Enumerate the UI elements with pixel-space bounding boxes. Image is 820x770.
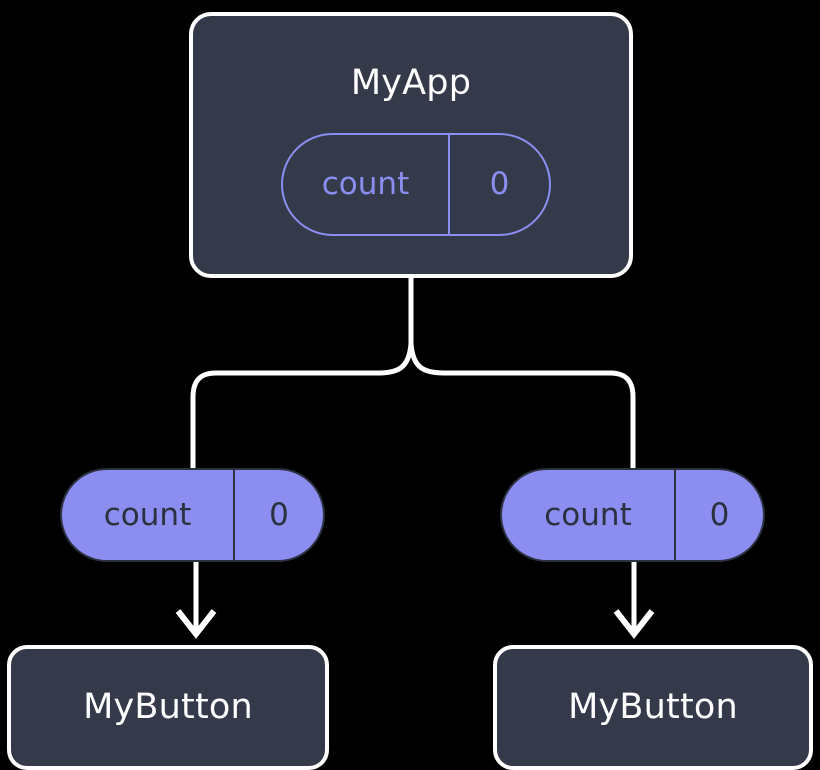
component-label-mybutton-right: MyButton <box>568 687 738 727</box>
prop-pill-key: count <box>62 470 235 560</box>
component-node-myapp[interactable]: MyApp count 0 <box>189 12 633 278</box>
prop-pill-right-count[interactable]: count 0 <box>500 468 765 562</box>
state-pill-myapp-count[interactable]: count 0 <box>281 133 551 236</box>
edge-fork-right <box>408 341 636 471</box>
prop-pill-key: count <box>502 470 676 560</box>
component-node-mybutton-right[interactable]: MyButton <box>493 645 813 770</box>
state-pill-key: count <box>283 135 450 234</box>
arrow-head-left-icon <box>175 609 217 639</box>
component-node-mybutton-left[interactable]: MyButton <box>7 645 329 770</box>
state-pill-value: 0 <box>489 166 510 202</box>
arrow-head-right-icon <box>613 609 655 639</box>
component-label-mybutton-left: MyButton <box>83 687 253 727</box>
component-label-myapp: MyApp <box>350 63 472 103</box>
prop-pill-value: 0 <box>269 496 289 533</box>
edge-fork-left <box>190 341 414 471</box>
prop-pill-left-count[interactable]: count 0 <box>60 468 325 562</box>
prop-pill-value: 0 <box>709 496 730 533</box>
